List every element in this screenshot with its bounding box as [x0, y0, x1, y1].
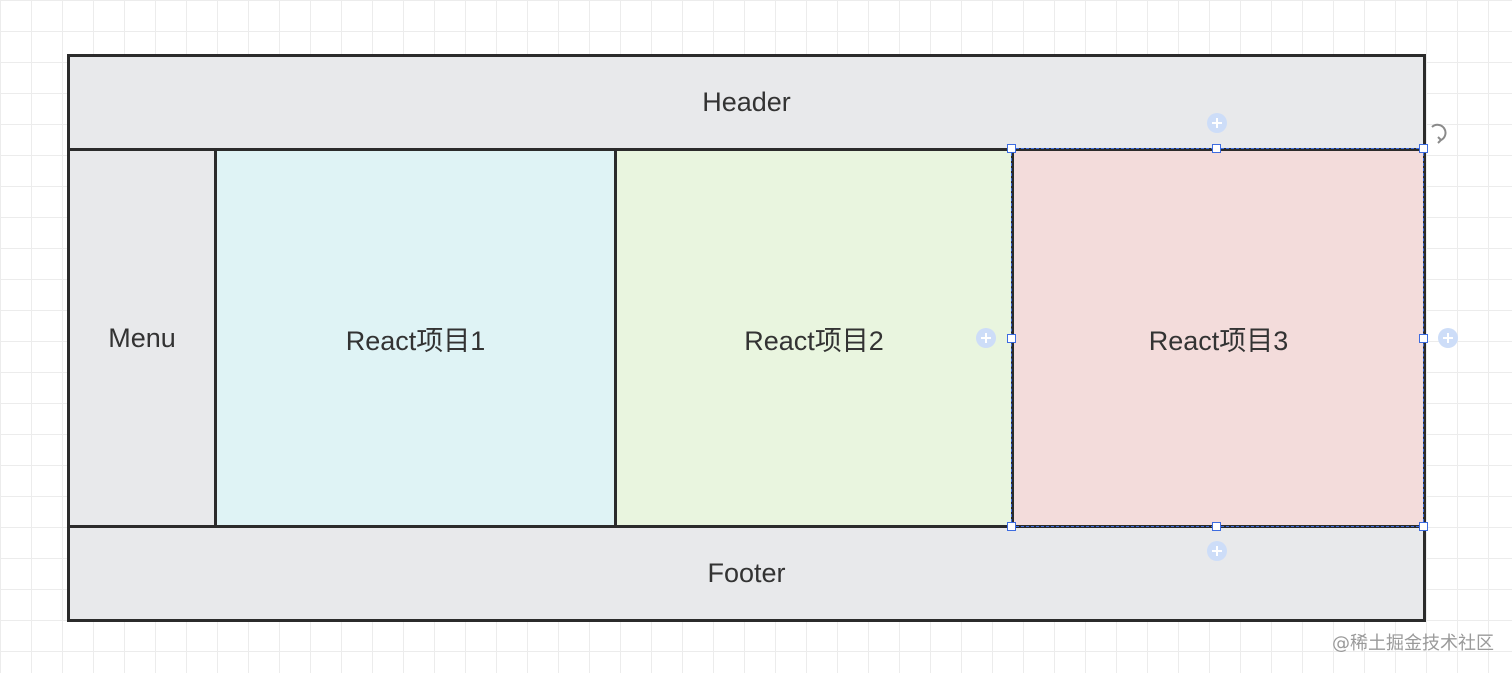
react-project-1-box[interactable]: React项目1 — [214, 148, 617, 528]
add-connection-top-icon[interactable] — [1207, 113, 1227, 133]
watermark-text: @稀土掘金技术社区 — [1332, 633, 1494, 654]
resize-handle-top-right[interactable] — [1419, 144, 1428, 153]
add-connection-left-icon[interactable] — [976, 328, 996, 348]
resize-handle-bottom-left[interactable] — [1007, 522, 1016, 531]
footer-box[interactable]: Footer — [67, 525, 1426, 622]
react-project-3-label: React项目3 — [1148, 325, 1289, 356]
resize-handle-middle-right[interactable] — [1419, 334, 1428, 343]
resize-handle-middle-left[interactable] — [1007, 334, 1016, 343]
add-connection-right-icon[interactable] — [1438, 328, 1458, 348]
react-project-2-label: React项目2 — [744, 325, 884, 356]
react-project-2-box[interactable]: React项目2 — [614, 148, 1014, 528]
menu-box[interactable]: Menu — [67, 148, 217, 528]
rotate-icon[interactable] — [1427, 121, 1451, 145]
menu-label: Menu — [108, 322, 176, 353]
resize-handle-top-center[interactable] — [1212, 144, 1221, 153]
header-box[interactable]: Header — [67, 54, 1426, 151]
header-label: Header — [702, 87, 791, 117]
resize-handle-top-left[interactable] — [1007, 144, 1016, 153]
add-connection-bottom-icon[interactable] — [1207, 541, 1227, 561]
footer-label: Footer — [707, 558, 786, 588]
react-project-3-box[interactable]: React项目3 — [1011, 148, 1426, 528]
resize-handle-bottom-center[interactable] — [1212, 522, 1221, 531]
resize-handle-bottom-right[interactable] — [1419, 522, 1428, 531]
react-project-1-label: React项目1 — [345, 325, 486, 356]
